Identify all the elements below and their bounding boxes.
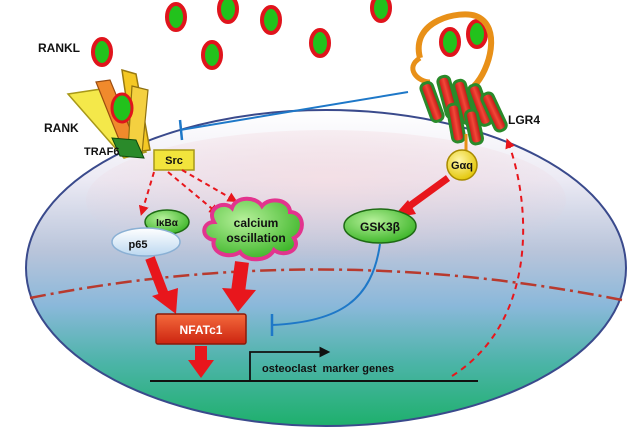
- src-to-calcium-dashed-arrow-2: [181, 169, 238, 202]
- label-ikba: IκBα: [156, 218, 179, 229]
- label-rank: RANK: [44, 121, 79, 135]
- label-p65: p65: [129, 239, 148, 251]
- label-nfatc1: NFATc1: [180, 323, 223, 337]
- lgr4-inhibits-rank-tbar: [178, 119, 184, 141]
- label-calcium-line2: oscillation: [226, 231, 285, 245]
- label-calcium-line1: calcium: [234, 216, 279, 230]
- p65-to-nfatc1-arrow-head: [152, 288, 178, 314]
- ligand-dot: [370, 0, 392, 23]
- gsk3b-inhibits-nfatc1-line: [271, 243, 381, 326]
- label-lgr4: LGR4: [508, 113, 540, 127]
- calcium-oscillation-cloud: [202, 196, 304, 262]
- calcium-to-nfatc1-arrow-head: [222, 288, 256, 312]
- lgr4-extracellular-loop: [415, 11, 495, 89]
- ligand-dot: [260, 5, 282, 35]
- src-to-ikba-dashed-arrow: [138, 171, 155, 216]
- p65-node: [111, 227, 181, 257]
- ligand-dot: [217, 0, 239, 24]
- transmembrane-helices: [419, 74, 508, 146]
- ligand-dot: [91, 37, 113, 67]
- transcription-start-arrow: [249, 346, 331, 381]
- ligand-dot: [165, 2, 187, 32]
- label-rankl: RANKL: [38, 41, 80, 55]
- label-traf6: TRAF6: [84, 146, 119, 158]
- ligand-group: [91, 0, 488, 70]
- rank-receptor: [66, 68, 195, 171]
- lgr4-receptor: [410, 11, 508, 154]
- src-box: [153, 149, 195, 171]
- lgr4-loop-tail: [410, 55, 431, 85]
- ligand-dot: [439, 27, 461, 57]
- bound-ligand: [110, 92, 134, 124]
- ligand-dot: [201, 40, 223, 70]
- label-gsk3b: GSK3β: [360, 220, 400, 234]
- gsk3b-node: [343, 208, 417, 244]
- ligand-dot: [309, 28, 331, 58]
- label-marker-genes: osteoclast marker genes: [262, 363, 394, 375]
- nuclear-envelope-line: [29, 268, 623, 302]
- traf6-domain: [111, 137, 145, 159]
- calcium-to-nfatc1-arrow-shaft: [231, 261, 249, 293]
- ligand-dot: [466, 19, 488, 49]
- label-src: Src: [165, 155, 183, 167]
- nfatc1-to-dna-arrow-head: [188, 360, 214, 378]
- lgr4-inhibits-rank-line: [179, 91, 409, 131]
- src-to-calcium-dashed-arrow: [167, 171, 220, 215]
- label-galphaq: Gαq: [451, 160, 473, 172]
- nfatc1-box: [155, 313, 247, 345]
- galphaq-node: [446, 149, 478, 181]
- marker-genes-to-lgr4-dashed-arrow: [451, 138, 525, 377]
